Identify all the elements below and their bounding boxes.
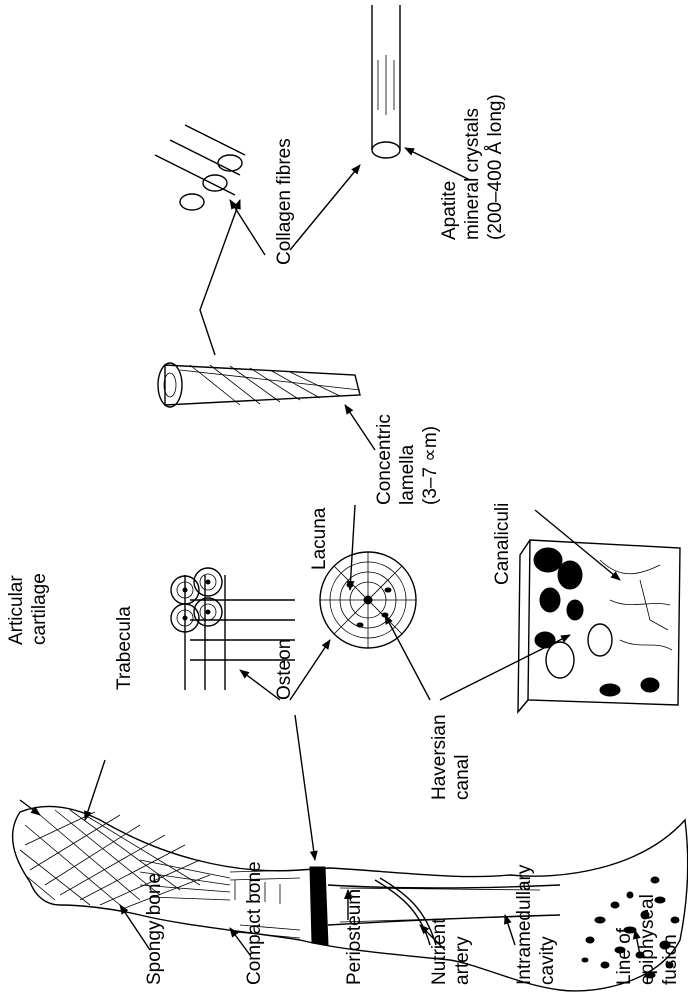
label-apatite-3: (200–400 Å long) [485,94,506,240]
label-lacuna: Lacuna [309,507,330,570]
label-articular-1: Articular [6,575,27,645]
label-osteon: Osteon [274,639,295,700]
label-apatite-1: Apatite [439,181,460,240]
apatite-fibre [372,5,400,158]
collagen-fibres-bundle [155,125,245,210]
label-epiphyseal-2: epiphyseal [637,894,658,985]
label-haversian-1: Haversian [429,714,450,800]
cross-section-band [310,867,328,945]
label-collagen-fibres: Collagen fibres [274,138,295,265]
label-epiphyseal-3: fusion [660,934,681,985]
osteon-cross-section [320,552,416,648]
compact-bone-hatch [230,870,300,938]
label-canaliculi: Canaliculi [492,503,513,585]
label-articular-2: cartilage [29,573,50,645]
spongy-bone-hatch [20,810,230,908]
label-haversian-2: canal [452,755,473,800]
lamella-coil [158,363,360,407]
label-intramedullary-2: cavity [537,936,558,985]
label-intramedullary-1: Intramedullary [514,864,535,985]
labels: Spongy bone Compact bone Periosteum Nutr… [6,94,681,985]
label-lamella-1: Concentric [374,414,395,505]
label-lamella-3: (3–7 ∝m) [420,426,441,505]
label-nutrient-1: Nutrient [429,918,450,985]
label-epiphyseal-1: Line of [614,927,635,985]
label-trabecula: Trabecula [114,606,135,690]
bone-tissue-block [518,540,680,712]
label-nutrient-2: artery [452,936,473,985]
label-spongy-bone: Spongy bone [144,873,165,985]
label-periosteum: Periosteum [344,889,365,985]
label-compact-bone: Compact bone [244,861,265,985]
nutrient-artery-vessel [375,880,430,945]
label-lamella-2: lamella [397,444,418,505]
label-apatite-2: mineral crystals [462,108,483,240]
